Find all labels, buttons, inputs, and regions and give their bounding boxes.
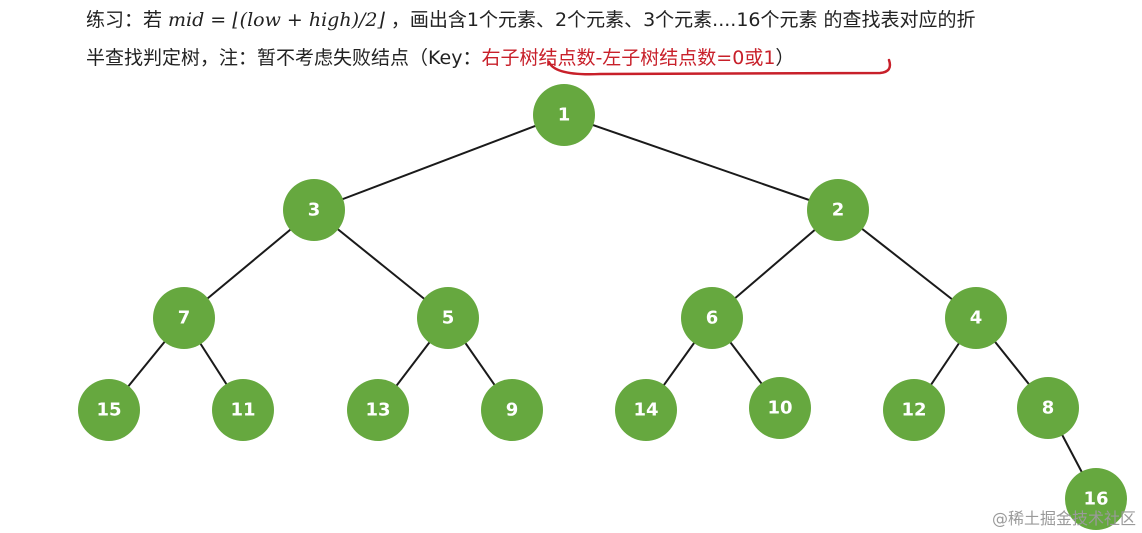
tree-node-7: 7 bbox=[153, 287, 215, 349]
tree-node-3: 3 bbox=[283, 179, 345, 241]
tree-node-circle bbox=[533, 84, 595, 146]
key-rule-underline bbox=[547, 58, 892, 76]
tree-node-label: 4 bbox=[970, 308, 983, 329]
tree-node-label: 14 bbox=[633, 400, 658, 421]
tree-node-label: 1 bbox=[558, 105, 571, 126]
tree-node-4: 4 bbox=[945, 287, 1007, 349]
tree-node-circle bbox=[749, 377, 811, 439]
tree-node-16: 16 bbox=[1065, 468, 1127, 530]
instruction-line-2: 半查找判定树，注：暂不考虑失败结点（Key：右子树结点数-左子树结点数=0或1） bbox=[86, 44, 794, 72]
tree-node-label: 11 bbox=[230, 400, 255, 421]
instruction-text-1b: ，画出含1个元素、2个元素、3个元素....16个元素 的查找表对应的折 bbox=[390, 9, 976, 31]
tree-node-circle bbox=[1017, 377, 1079, 439]
mid-formula: mid = ⌊(low + high)/2⌋ bbox=[168, 9, 385, 31]
tree-node-label: 3 bbox=[308, 200, 321, 221]
tree-edge-1-2 bbox=[563, 114, 839, 211]
tree-node-label: 10 bbox=[767, 398, 792, 419]
tree-node-circle bbox=[283, 179, 345, 241]
tree-node-2: 2 bbox=[807, 179, 869, 241]
tree-node-6: 6 bbox=[681, 287, 743, 349]
tree-node-label: 2 bbox=[832, 200, 845, 221]
tree-node-label: 13 bbox=[365, 400, 390, 421]
tree-node-label: 8 bbox=[1042, 398, 1055, 419]
tree-node-1: 1 bbox=[533, 84, 595, 146]
instruction-text-1a: 练习：若 bbox=[86, 9, 163, 31]
tree-node-circle bbox=[681, 287, 743, 349]
tree-node-14: 14 bbox=[615, 379, 677, 441]
instruction-text-2a: 半查找判定树，注：暂不考虑失败结点（Key： bbox=[86, 47, 482, 69]
tree-node-circle bbox=[1065, 468, 1127, 530]
tree-node-circle bbox=[615, 379, 677, 441]
instruction-text-2b: ） bbox=[775, 47, 795, 69]
tree-node-circle bbox=[78, 379, 140, 441]
tree-node-label: 12 bbox=[901, 400, 926, 421]
tree-node-label: 7 bbox=[178, 308, 191, 329]
tree-node-9: 9 bbox=[481, 379, 543, 441]
tree-node-13: 13 bbox=[347, 379, 409, 441]
tree-node-label: 6 bbox=[706, 308, 719, 329]
tree-node-circle bbox=[347, 379, 409, 441]
tree-node-circle bbox=[883, 379, 945, 441]
tree-node-circle bbox=[481, 379, 543, 441]
tree-node-circle bbox=[212, 379, 274, 441]
watermark: @稀土掘金技术社区 bbox=[991, 509, 1136, 528]
tree-node-label: 5 bbox=[442, 308, 455, 329]
tree-node-12: 12 bbox=[883, 379, 945, 441]
tree-node-15: 15 bbox=[78, 379, 140, 441]
tree-node-circle bbox=[807, 179, 869, 241]
tree-node-label: 15 bbox=[96, 400, 121, 421]
key-rule-highlight: 右子树结点数-左子树结点数=0或1 bbox=[481, 47, 776, 69]
tree-node-label: 16 bbox=[1083, 489, 1108, 510]
tree-node-circle bbox=[417, 287, 479, 349]
tree-node-5: 5 bbox=[417, 287, 479, 349]
tree-node-10: 10 bbox=[749, 377, 811, 439]
tree-node-11: 11 bbox=[212, 379, 274, 441]
tree-node-label: 9 bbox=[506, 400, 519, 421]
tree-edge-1-3 bbox=[313, 114, 565, 211]
tree-node-circle bbox=[153, 287, 215, 349]
tree-node-8: 8 bbox=[1017, 377, 1079, 439]
tree-node-circle bbox=[945, 287, 1007, 349]
